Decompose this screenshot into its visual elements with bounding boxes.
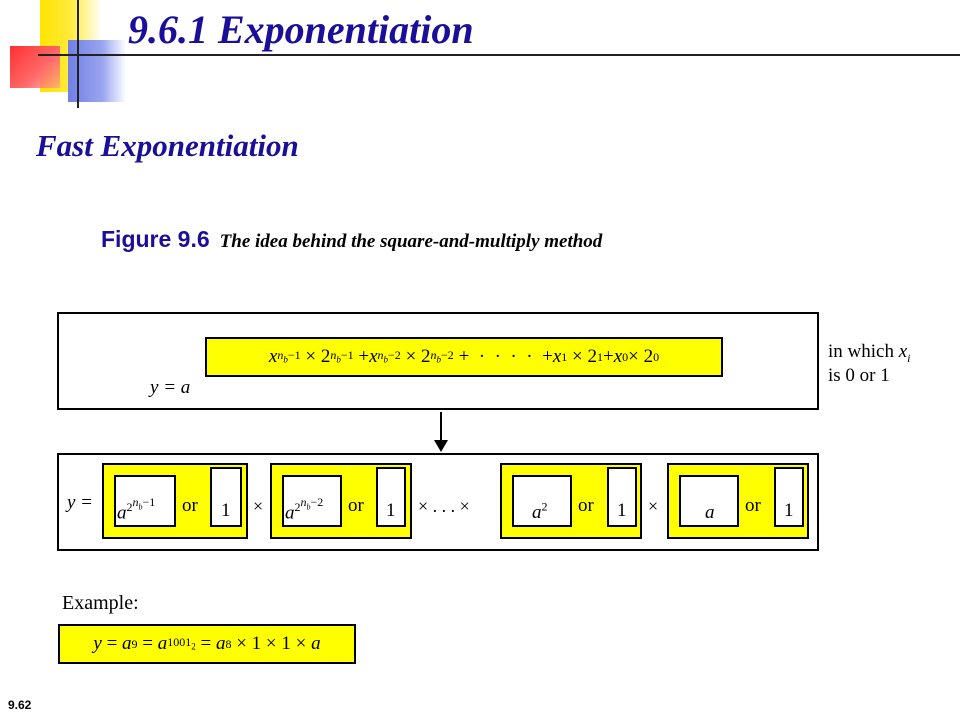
times-sign-1: × xyxy=(253,496,264,516)
power-term-3: a2 xyxy=(532,499,548,523)
ornament-red-block xyxy=(10,46,60,88)
xi-note: in which xi is 0 or 1 xyxy=(828,340,911,388)
product-y-label: y = xyxy=(67,492,94,513)
figure-caption-text: The idea behind the square-and-multiply … xyxy=(219,231,603,252)
y-variable: y xyxy=(150,377,159,398)
down-arrow-shaft xyxy=(440,412,442,442)
note-text-is-0-or-1: is 0 or 1 xyxy=(828,365,890,386)
figure-caption: Figure 9.6 The idea behind the square-an… xyxy=(101,226,602,253)
section-subtitle: Fast Exponentiation xyxy=(36,128,299,163)
times-sign-3: × xyxy=(648,496,659,516)
power-box-4 xyxy=(679,475,739,527)
or-label-4: or xyxy=(745,495,761,516)
slide-title: 9.6.1 Exponentiation xyxy=(128,7,474,52)
y-equals-a-label: y = a xyxy=(150,377,190,399)
one-box-2 xyxy=(376,467,406,527)
one-label-3: 1 xyxy=(617,500,627,521)
or-label-1: or xyxy=(182,495,198,516)
exponent-box xyxy=(57,312,819,410)
product-box xyxy=(57,453,819,551)
one-box-4 xyxy=(774,467,804,527)
power-box-3 xyxy=(512,475,572,527)
one-box-3 xyxy=(607,467,637,527)
note-subscript-i: i xyxy=(907,350,911,365)
note-variable-x: x xyxy=(898,341,908,362)
equals-a: = a xyxy=(163,377,191,398)
down-arrow-icon xyxy=(434,440,448,452)
or-label-2: or xyxy=(348,495,364,516)
or-label-3: or xyxy=(578,495,594,516)
title-underline xyxy=(38,54,960,56)
example-label: Example: xyxy=(62,592,139,614)
one-label-4: 1 xyxy=(784,500,794,521)
slide-ornament xyxy=(0,0,140,110)
one-box-1 xyxy=(210,467,242,527)
times-ellipsis: × . . . × xyxy=(418,496,470,516)
one-label-2: 1 xyxy=(386,500,396,521)
power-term-4: a xyxy=(705,502,715,523)
one-label-1: 1 xyxy=(221,500,231,521)
note-text-in-which: in which xyxy=(828,341,894,362)
power-term-1: a2nb−1 xyxy=(117,495,156,524)
power-term-2: a2nb−2 xyxy=(285,495,324,524)
slide-number: 9.62 xyxy=(8,698,32,712)
power-box-2 xyxy=(282,475,342,527)
figure-label: Figure 9.6 xyxy=(101,226,210,252)
power-box-1 xyxy=(114,475,176,527)
